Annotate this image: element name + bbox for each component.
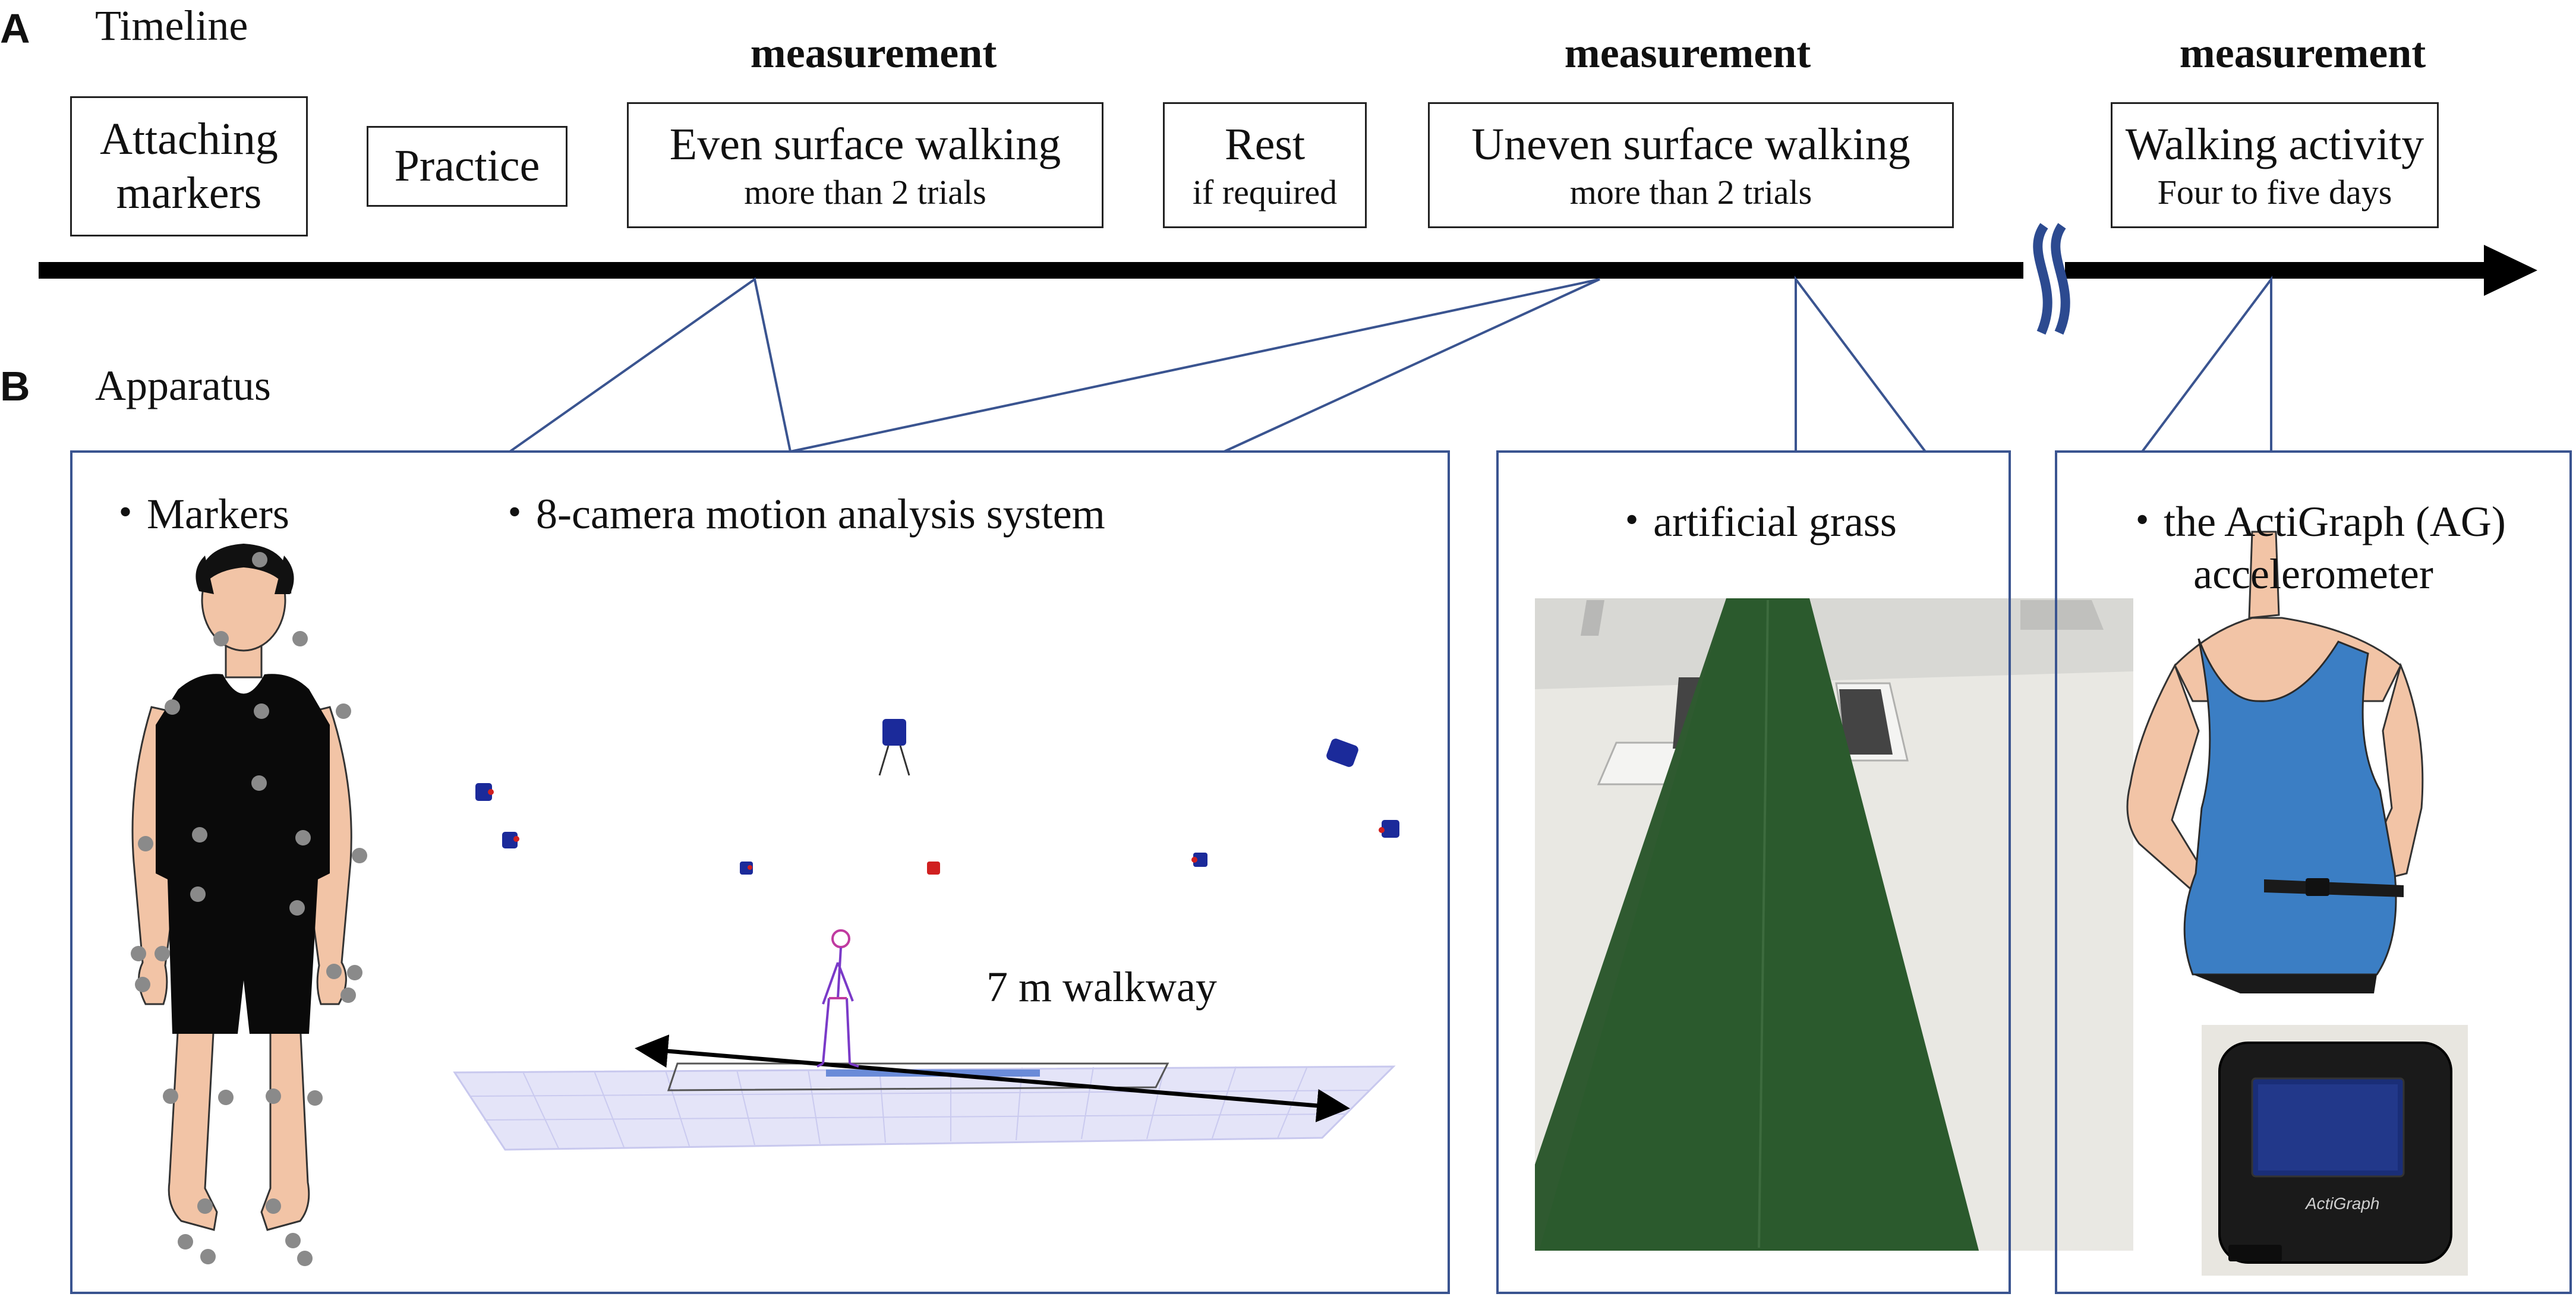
connector-even-surface <box>509 277 792 453</box>
step-main-text: Walking activity <box>2125 119 2424 169</box>
ag-belt <box>2264 879 2404 897</box>
panel-a-title: Timeline <box>95 2 248 49</box>
step-main-text: Rest <box>1224 119 1306 169</box>
walkway-arrow <box>635 1034 1350 1122</box>
apparatus-frame-actigraph <box>2055 450 2572 1294</box>
actigraph-label-line2: accelerometer <box>2193 550 2433 598</box>
tank-top-figure <box>2126 531 2424 993</box>
apparatus-frame-markers-cameras <box>70 450 1450 1294</box>
step-sub-text: more than 2 trials <box>744 172 986 212</box>
connector-uneven-grass <box>1795 276 1927 453</box>
step-main-text: Even surface walking <box>669 119 1061 169</box>
step-practice: Practice <box>367 126 567 207</box>
stick-figure-skeleton <box>816 929 859 1068</box>
panel-b-title: Apparatus <box>95 362 271 409</box>
step-rest: Rest if required <box>1163 102 1367 228</box>
camera-icon <box>1379 820 1399 838</box>
grass-label: ・artificial grass <box>1610 498 1897 545</box>
actigraph-device-photo <box>2202 1025 2468 1276</box>
step-uneven-surface-walking: Uneven surface walking more than 2 trial… <box>1428 102 1954 228</box>
device-brand-logo: ActiGraph <box>2306 1194 2380 1213</box>
step-main-text: Attaching markers <box>100 113 278 218</box>
measurement-label-uneven: measurement <box>1564 29 1811 77</box>
marker-human-figure <box>131 544 367 1266</box>
connector-uneven-camera <box>790 278 1600 453</box>
artificial-grass-photo <box>1535 598 2133 1251</box>
markers-label: ・Markers <box>104 490 289 538</box>
step-attaching-markers: Attaching markers <box>70 96 308 236</box>
camera-icon <box>502 832 519 848</box>
actigraph-label-line1: ・the ActiGraph (AG) <box>2121 498 2506 545</box>
walkway-label: 7 m walkway <box>986 963 1217 1011</box>
step-even-surface-walking: Even surface walking more than 2 trials <box>627 102 1103 228</box>
measurement-label-even: measurement <box>750 29 997 77</box>
camera-icon <box>475 783 494 801</box>
camera-icons <box>475 719 1399 875</box>
motion-capture-scene <box>453 719 1399 1151</box>
step-sub-text: Four to five days <box>2157 172 2392 212</box>
camera-icon <box>878 719 910 776</box>
camera-icon <box>1326 739 1358 767</box>
step-sub-text: if required <box>1192 172 1338 212</box>
axis-break-mark-left <box>2033 223 2052 335</box>
step-sub-text: more than 2 trials <box>1569 172 1812 212</box>
step-walking-activity: Walking activity Four to five days <box>2111 102 2439 228</box>
axis-break-mark-right <box>2051 223 2070 335</box>
panel-b-letter: B <box>0 363 30 409</box>
camera-icon <box>927 862 940 875</box>
apparatus-frame-grass <box>1496 450 2011 1294</box>
step-main-text: Uneven surface walking <box>1471 119 1910 169</box>
panel-a-letter: A <box>0 5 30 52</box>
connector-activity-ag <box>2141 275 2272 453</box>
connector-lines <box>509 275 2272 453</box>
camera-icon <box>740 862 753 875</box>
measurement-label-activity: measurement <box>2179 29 2426 77</box>
timeline-arrowhead <box>2484 245 2537 296</box>
camera-icon <box>1191 853 1207 867</box>
step-main-text: Practice <box>394 141 540 191</box>
camera-system-label: ・8-camera motion analysis system <box>493 490 1105 538</box>
